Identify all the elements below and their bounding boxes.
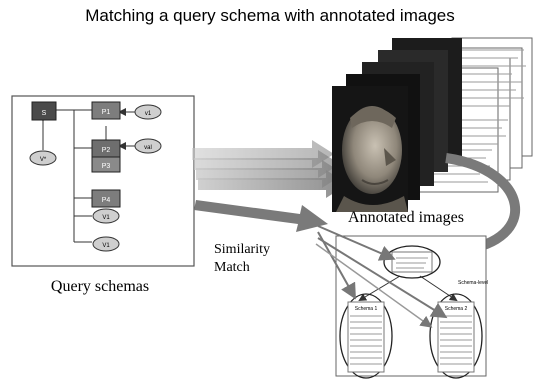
result-header: Schema-level (458, 280, 488, 286)
query-schema-box: S V* P1 v1 P2 P3 val P4 V1 V1 (11, 95, 195, 267)
curved-arrow (445, 153, 521, 255)
result-left-oval (339, 293, 393, 379)
schema-node-p1 (91, 101, 121, 120)
schema-node-p3 (91, 156, 121, 173)
result-right-oval (429, 293, 483, 379)
schema-node-right-a (134, 104, 162, 120)
similarity-arrows (315, 225, 448, 328)
schema-node-right-b-label: val (144, 145, 152, 151)
schema-root-value-node (29, 150, 57, 166)
schema-node-vc-label: V1 (102, 243, 110, 249)
schema-node-p4-label: P4 (102, 197, 111, 204)
annotated-image-stack (332, 37, 533, 212)
result-left-title: Schema 1 (355, 306, 378, 312)
similarity-label-line2: Match (214, 260, 250, 275)
result-right-title: Schema 2 (445, 306, 468, 312)
stacked-arrows (192, 140, 348, 232)
query-schemas-label: Query schemas (51, 278, 149, 295)
schema-node-vb-label: V1 (102, 215, 110, 221)
result-document: Schema-level Schema 1 Schema 2 (335, 235, 488, 379)
schema-node-p4 (91, 189, 121, 208)
schema-node-vc (92, 236, 120, 252)
schema-root-label: S (42, 110, 47, 117)
similarity-label-line1: Similarity (214, 242, 270, 257)
schema-node-p1-label: P1 (102, 109, 111, 116)
schema-root-node (31, 101, 57, 121)
schema-root-value-label: V* (40, 157, 47, 163)
schema-node-right-b (134, 138, 162, 154)
schema-node-p3-label: P3 (102, 163, 111, 170)
schema-node-p2-label: P2 (102, 147, 111, 154)
result-top-oval (383, 245, 441, 279)
annotated-images-label: Annotated images (348, 209, 464, 226)
statue-head (342, 106, 402, 194)
schema-node-right-a-label: v1 (145, 111, 152, 117)
page-title: Matching a query schema with annotated i… (85, 6, 455, 25)
schema-node-vb (92, 208, 120, 224)
